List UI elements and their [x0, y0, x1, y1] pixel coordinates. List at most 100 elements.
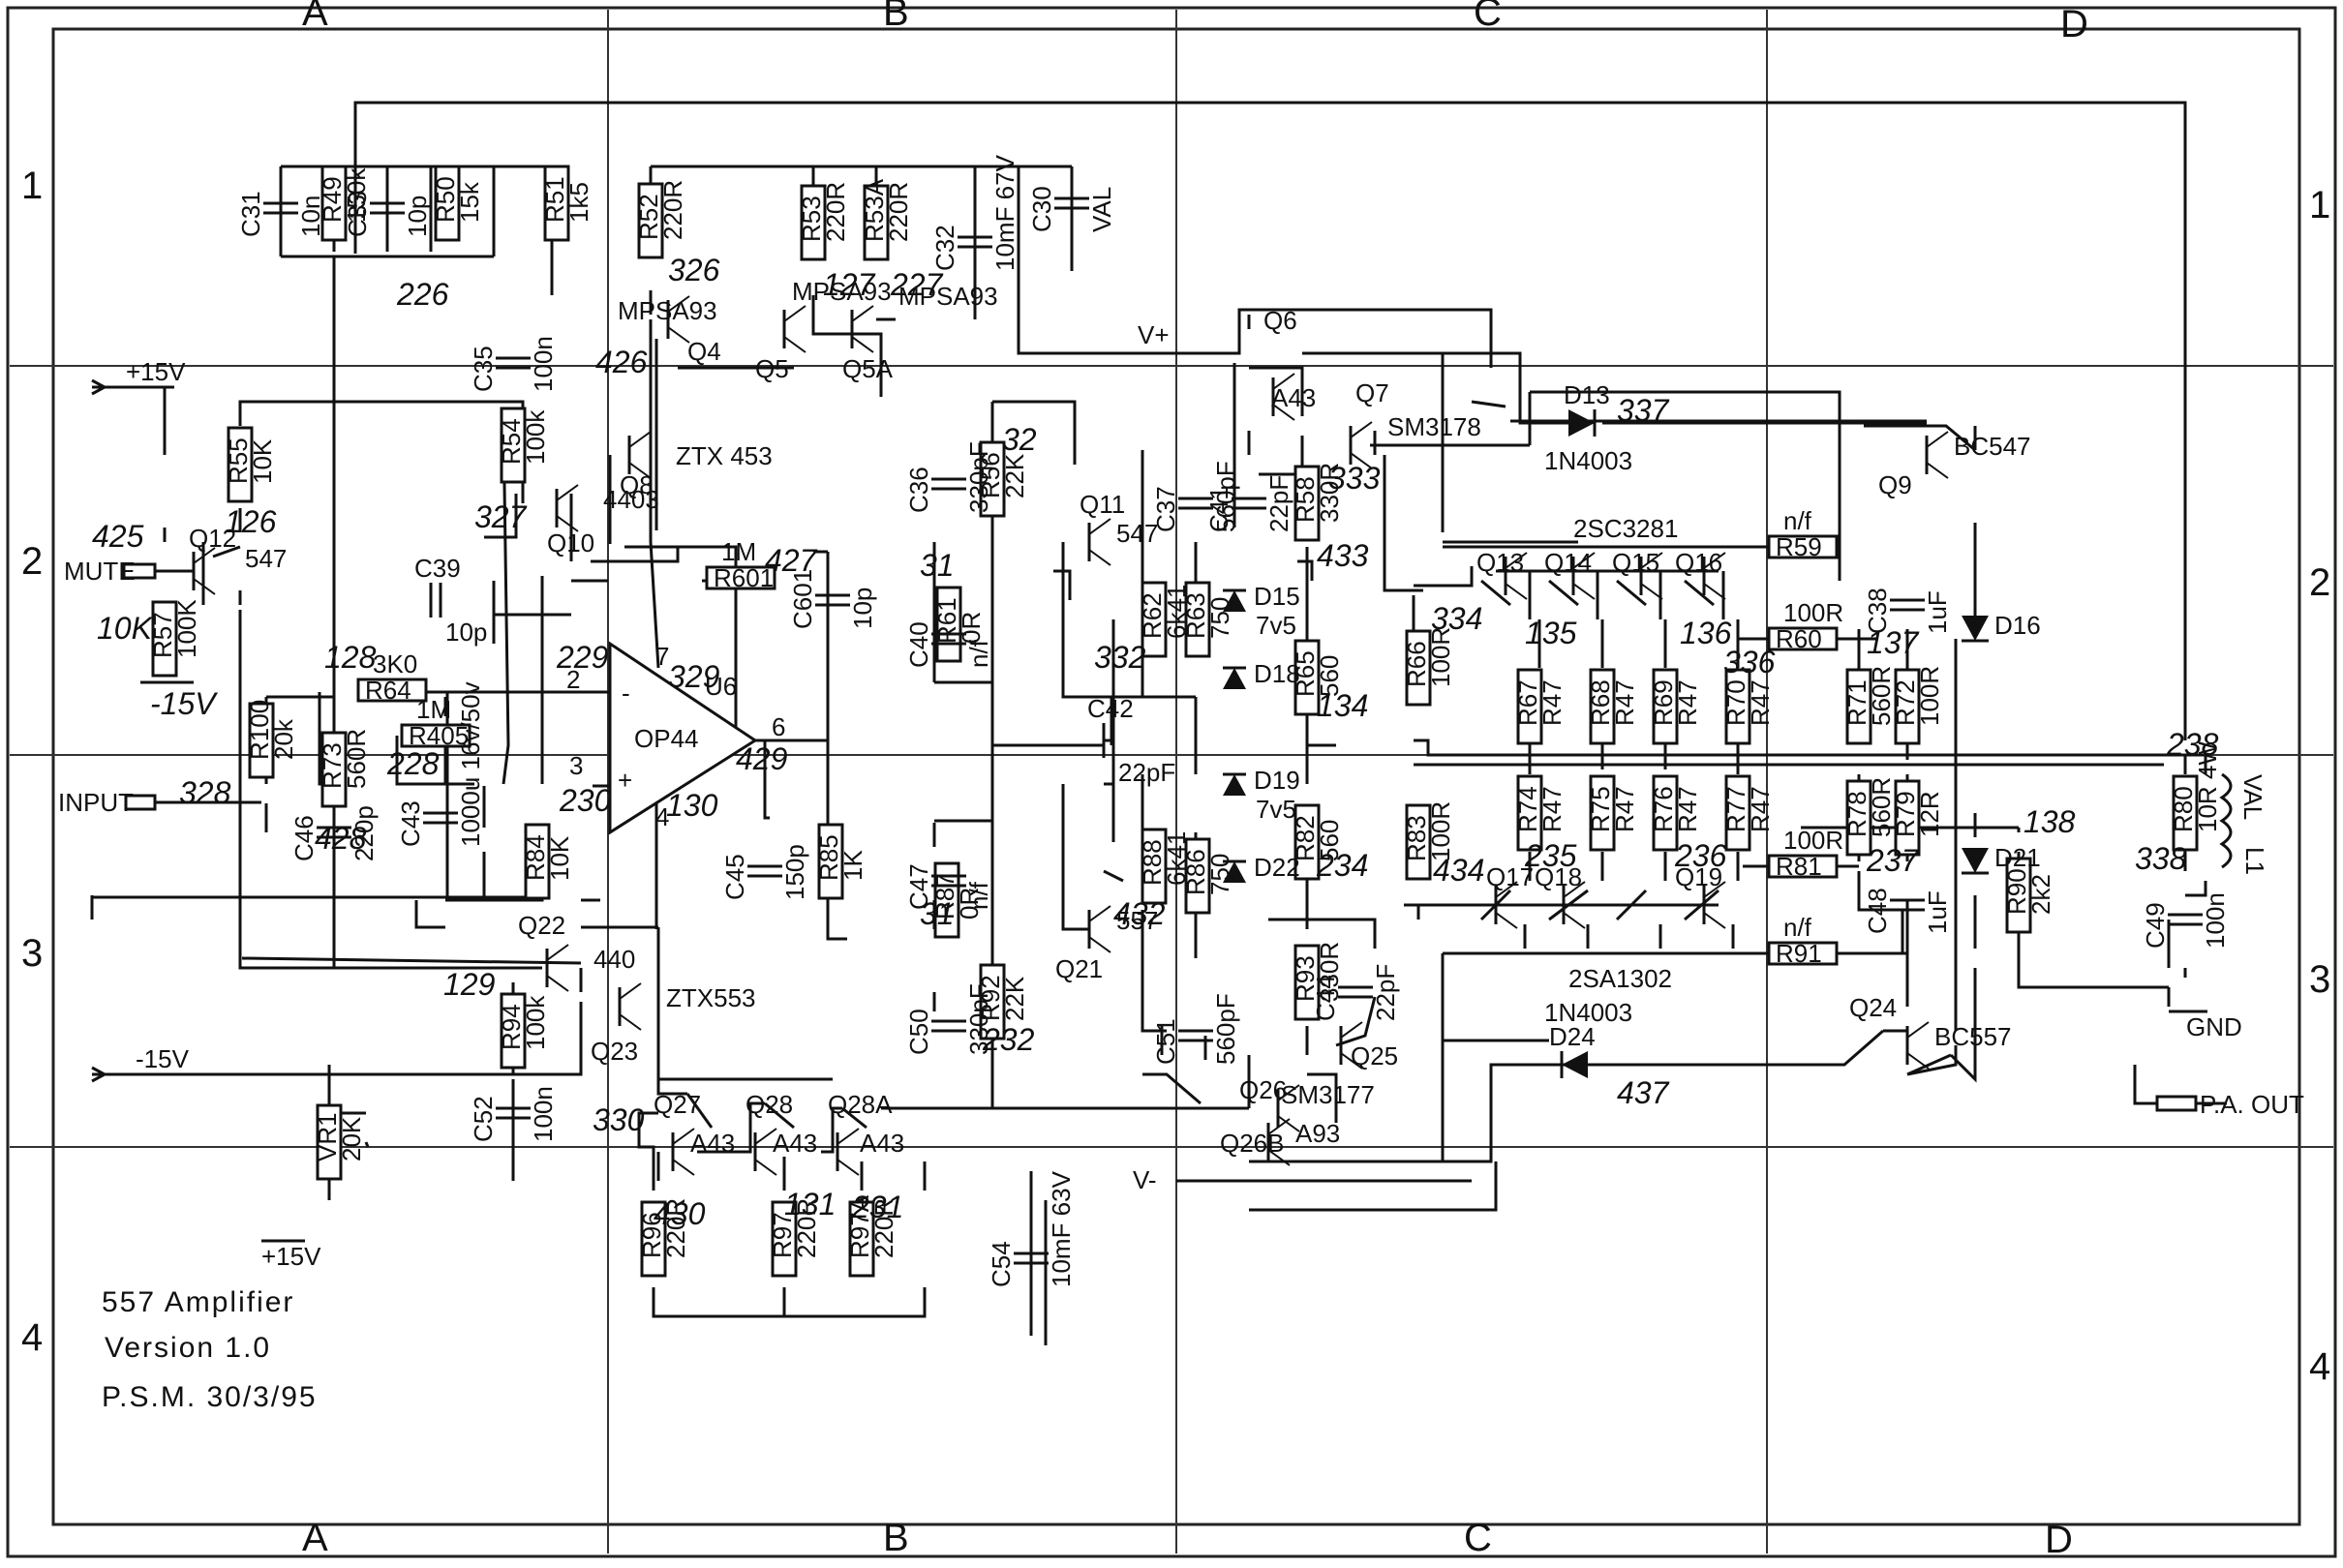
resistor-ref: R60	[1776, 624, 1822, 653]
resistor-ref: R52	[634, 194, 663, 240]
transistor-ref: Q23	[591, 1037, 638, 1066]
diode-part: 7v5	[1256, 611, 1296, 640]
resistor-ref: R69	[1649, 679, 1678, 726]
node-number-333: 333	[1328, 461, 1381, 496]
capacitor-value: 1uF	[1923, 590, 1952, 634]
resistor-value: R47	[1537, 786, 1567, 832]
node-number-238: 238	[2166, 727, 2219, 762]
capacitor-ref: C41	[1204, 486, 1233, 532]
capacitor-ref: C35	[469, 346, 498, 392]
transistor-ref: Q25	[1351, 1041, 1398, 1070]
transistor-ref: Q9	[1878, 470, 1912, 499]
node-number-126: 126	[225, 504, 277, 539]
resistor-ref: R55	[224, 437, 253, 484]
node-number-136: 136	[1680, 616, 1732, 650]
l1-value: VAL	[2238, 774, 2267, 820]
transistor-part: A43	[1271, 383, 1316, 412]
resistor-value: R47	[1537, 679, 1567, 726]
capacitor-ref: C45	[720, 854, 749, 900]
node-number-327: 327	[474, 499, 528, 534]
resistor-value: 100R	[1783, 826, 1843, 855]
transistor-q17: Q17	[1486, 862, 1534, 929]
capacitor-value: 10p	[403, 196, 432, 237]
diode-d16: D16	[1962, 611, 2041, 643]
node-number-427: 427	[765, 543, 818, 578]
transistor-ref: Q24	[1849, 993, 1897, 1022]
transistor-q15: Q15	[1612, 548, 1663, 600]
capacitor-value: 10n	[296, 196, 325, 237]
node-number-129: 129	[443, 967, 496, 1002]
resistor-value: 22K	[1000, 976, 1029, 1021]
node-number-326: 326	[668, 253, 720, 287]
resistor-value: 100K	[172, 599, 201, 658]
capacitor-ref: C30	[1027, 186, 1056, 232]
transistor-ref: Q5A	[842, 354, 894, 383]
zone-col-d-top: D	[2060, 3, 2088, 45]
capacitor-ref: C42	[1087, 694, 1134, 723]
resistor-ref: R93	[1291, 955, 1320, 1002]
resistor-ref: R75	[1586, 786, 1615, 832]
resistor-value: 1M	[721, 537, 756, 566]
resistor-value: n/f	[1783, 913, 1812, 942]
node-number-433: 433	[1317, 538, 1369, 573]
transistor-ref: Q19	[1675, 862, 1722, 891]
zone-row-2-left: 2	[21, 540, 43, 583]
capacitor-ref: C40	[904, 621, 933, 668]
node-number-337: 337	[1617, 393, 1670, 428]
resistor-ref: R74	[1513, 786, 1542, 832]
zone-row-3-left: 3	[21, 932, 43, 975]
resistor-ref: R49	[318, 176, 347, 223]
capacitor-ref: C32	[930, 225, 959, 271]
capacitor-value: 100n	[2201, 892, 2230, 949]
node-number-232: 232	[982, 1022, 1035, 1057]
transistor-ref: Q14	[1544, 548, 1592, 577]
node-number-237: 237	[1866, 843, 1920, 878]
resistor-value: 220R	[661, 1198, 690, 1258]
resistor-value: 1K	[838, 850, 867, 881]
resistor-ref: R61	[932, 597, 961, 644]
neg15-hand-label: -15V	[150, 686, 218, 721]
capacitor-ref: C46	[289, 815, 319, 861]
diode-ref: D13	[1564, 380, 1610, 409]
resistor-ref: VR1	[313, 1112, 342, 1161]
resistor-ref: R50	[431, 176, 460, 223]
resistor-ref: R97	[768, 1212, 797, 1258]
node-number-226: 226	[396, 277, 449, 312]
transistor-ref: Q26B	[1220, 1129, 1285, 1158]
resistor-ref: R90	[2002, 868, 2031, 915]
capacitor-ref: C38	[1863, 588, 1892, 634]
zone-col-a-bottom: A	[302, 1517, 328, 1559]
capacitor-ref: C52	[469, 1096, 498, 1142]
transistor-ref: Q18	[1535, 862, 1582, 891]
node-number-329: 329	[668, 659, 720, 694]
transistor-ref: Q5	[755, 354, 789, 383]
